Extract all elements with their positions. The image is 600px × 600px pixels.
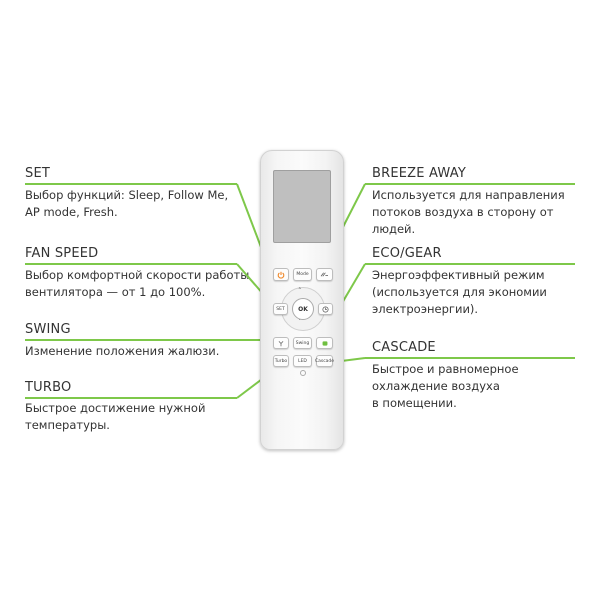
set-title: SET: [25, 166, 51, 181]
turbo-desc-line-2: температуры.: [25, 418, 110, 432]
up-arrow-icon[interactable]: ˄: [298, 287, 302, 295]
set-button[interactable]: SET: [273, 303, 288, 315]
set-underline: [25, 183, 237, 185]
clock-icon: [322, 305, 329, 313]
turbo-underline: [25, 397, 237, 399]
cascade-desc-line-3: в помещении.: [372, 396, 457, 410]
indicator-dot: [300, 370, 306, 376]
timer-button[interactable]: [318, 303, 333, 315]
swing-desc-line-1: Изменение положения жалюзи.: [25, 344, 220, 358]
swing-title: SWING: [25, 322, 71, 337]
swing-underline: [25, 339, 237, 341]
eco-leaf-icon: [322, 340, 327, 346]
led-button[interactable]: LED: [293, 355, 312, 367]
turbo-button[interactable]: Turbo: [273, 355, 289, 367]
remote-control: Mode ˄ ˅ OK SET Swing Turbo LED Cascade: [260, 150, 344, 450]
fan-speed-button[interactable]: [273, 337, 289, 349]
turbo-desc-line-1: Быстрое достижение нужной: [25, 401, 206, 415]
cascade-desc-line-2: охлаждение воздуха: [372, 379, 500, 393]
ok-button[interactable]: OK: [292, 298, 314, 320]
set-desc-line-1: Выбор функций: Sleep, Follow Me,: [25, 188, 229, 202]
fan-speed-desc-line-2: вентилятора — от 1 до 100%.: [25, 285, 206, 299]
breeze-away-button[interactable]: [316, 268, 333, 281]
fan-speed-underline: [25, 263, 237, 265]
fan-speed-desc-line-1: Выбор комфортной скорости работы: [25, 268, 250, 282]
down-arrow-icon[interactable]: ˅: [298, 318, 302, 326]
cascade-desc-line-1: Быстрое и равномерное: [372, 362, 519, 376]
fan-speed-title: FAN SPEED: [25, 246, 99, 261]
power-icon: [277, 271, 285, 279]
eco-gear-desc-line-3: электроэнергии).: [372, 302, 479, 316]
breeze-away-desc-line-1: Используется для направления: [372, 188, 565, 202]
mode-button[interactable]: Mode: [293, 268, 312, 281]
eco-gear-title: ECO/GEAR: [372, 246, 442, 261]
set-desc-line-2: AP mode, Fresh.: [25, 205, 118, 219]
breeze-away-underline: [365, 183, 575, 185]
power-button[interactable]: [273, 268, 289, 281]
breeze-away-description: Используется для направления потоков воз…: [372, 187, 600, 238]
eco-gear-underline: [365, 263, 575, 265]
fan-icon: [278, 340, 284, 346]
eco-gear-desc-line-2: (используется для экономии: [372, 285, 547, 299]
turbo-description: Быстрое достижение нужной температуры.: [25, 400, 205, 434]
cascade-description: Быстрое и равномерное охлаждение воздуха…: [372, 361, 519, 412]
fan-speed-description: Выбор комфортной скорости работы вентиля…: [25, 267, 249, 301]
swing-button[interactable]: Swing: [293, 337, 312, 349]
lcd-display: [273, 170, 331, 243]
turbo-title: TURBO: [25, 380, 72, 395]
cascade-underline: [365, 357, 575, 359]
eco-gear-description: Энергоэффективный режим (используется дл…: [372, 267, 547, 318]
swing-description: Изменение положения жалюзи.: [25, 343, 219, 360]
eco-gear-button[interactable]: [316, 337, 333, 349]
cascade-button[interactable]: Cascade: [315, 355, 334, 367]
breeze-icon: [320, 272, 328, 277]
breeze-away-title: BREEZE AWAY: [372, 166, 466, 181]
cascade-title: CASCADE: [372, 340, 436, 355]
set-description: Выбор функций: Sleep, Follow Me, AP mode…: [25, 187, 228, 221]
eco-gear-desc-line-1: Энергоэффективный режим: [372, 268, 545, 282]
breeze-away-desc-line-2: потоков воздуха в сторону от людей.: [372, 205, 554, 236]
